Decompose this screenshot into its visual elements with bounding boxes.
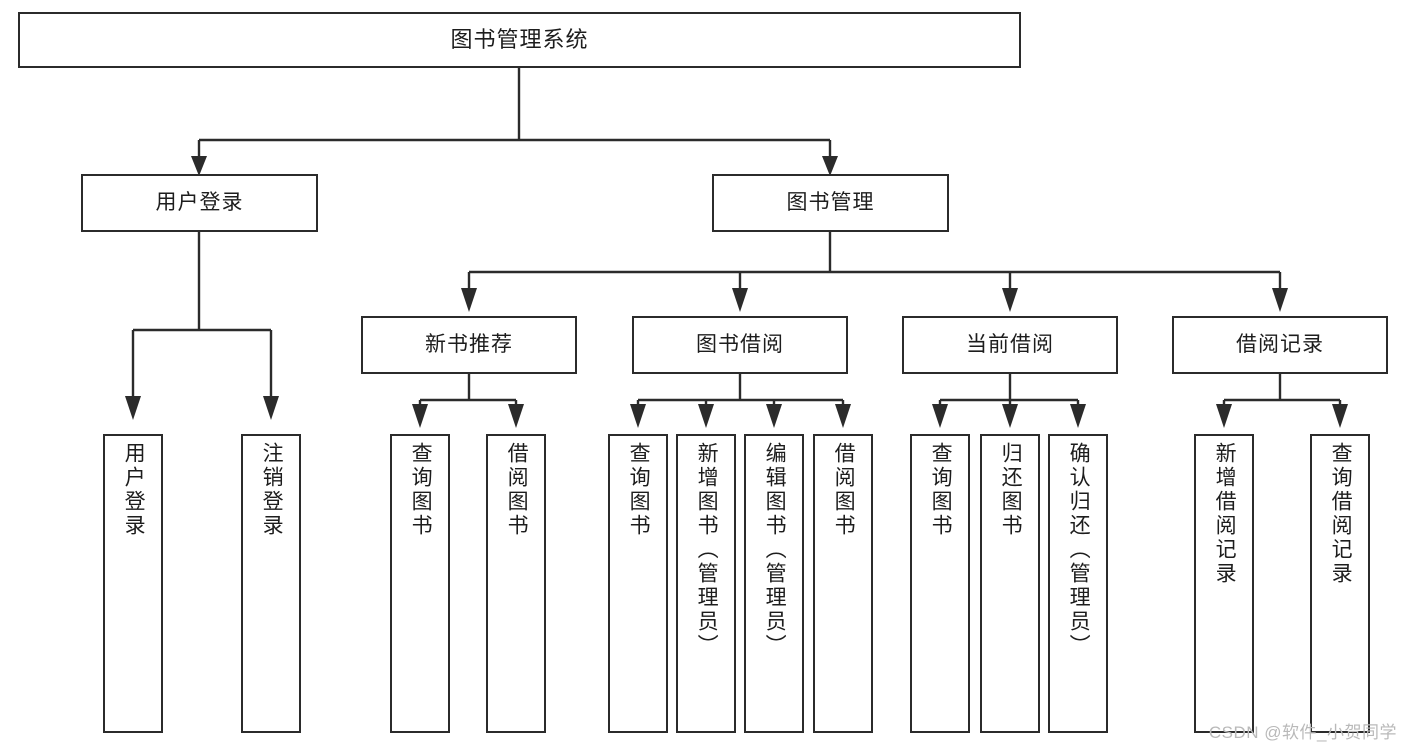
node-label: 图书借阅 <box>696 332 784 356</box>
arrow-to-book-mgmt <box>822 156 838 176</box>
node-new-book-recommend[interactable]: 新书推荐 <box>361 316 577 374</box>
node-label: 确认归还（管理员） <box>1067 442 1091 658</box>
arrow-to-borrow <box>732 288 748 312</box>
node-label: 注销登录 <box>260 442 284 538</box>
node-label: 新增图书（管理员） <box>695 442 719 658</box>
leaf-add-book-admin[interactable]: 新增图书（管理员） <box>676 434 736 733</box>
leaf-query-book-borrow[interactable]: 查询图书 <box>608 434 668 733</box>
leaf-query-borrow-record[interactable]: 查询借阅记录 <box>1310 434 1370 733</box>
arrow-leaf-add-book <box>698 404 714 428</box>
leaf-user-login[interactable]: 用户登录 <box>103 434 163 733</box>
node-label: 借阅图书 <box>832 442 856 538</box>
node-label: 图书管理 <box>786 190 875 214</box>
arrow-leaf-query-book-3 <box>932 404 948 428</box>
leaf-return-book[interactable]: 归还图书 <box>980 434 1040 733</box>
csdn-watermark: CSDN @软件_小贺同学 <box>1208 723 1397 742</box>
node-book-management[interactable]: 图书管理 <box>712 174 949 232</box>
leaf-borrow-book-newbook[interactable]: 借阅图书 <box>486 434 546 733</box>
arrow-to-user-login <box>191 156 207 176</box>
node-label: 用户登录 <box>155 190 244 214</box>
arrow-leaf-borrow-book-1 <box>508 404 524 428</box>
node-label: 用户登录 <box>122 442 146 538</box>
node-label: 查询图书 <box>929 442 953 538</box>
node-borrow-record[interactable]: 借阅记录 <box>1172 316 1388 374</box>
arrow-leaf-edit-book <box>766 404 782 428</box>
node-label: 查询图书 <box>409 442 433 538</box>
node-label: 借阅记录 <box>1236 332 1324 356</box>
node-book-borrow[interactable]: 图书借阅 <box>632 316 848 374</box>
node-label: 新书推荐 <box>425 332 513 356</box>
arrow-leaf-add-record <box>1216 404 1232 428</box>
arrow-leaf-query-record <box>1332 404 1348 428</box>
arrow-to-newbook <box>461 288 477 312</box>
leaf-query-book-current[interactable]: 查询图书 <box>910 434 970 733</box>
node-label: 新增借阅记录 <box>1213 442 1237 586</box>
leaf-logout[interactable]: 注销登录 <box>241 434 301 733</box>
arrow-leaf-query-book-1 <box>412 404 428 428</box>
node-user-login[interactable]: 用户登录 <box>81 174 318 232</box>
leaf-confirm-return-admin[interactable]: 确认归还（管理员） <box>1048 434 1108 733</box>
arrow-leaf-query-book-2 <box>630 404 646 428</box>
arrow-leaf-borrow-book-2 <box>835 404 851 428</box>
node-label: 归还图书 <box>999 442 1023 538</box>
node-label: 查询图书 <box>627 442 651 538</box>
arrow-to-record <box>1272 288 1288 312</box>
node-current-borrow[interactable]: 当前借阅 <box>902 316 1118 374</box>
node-label: 借阅图书 <box>505 442 529 538</box>
node-label: 编辑图书（管理员） <box>763 442 787 658</box>
node-label: 图书管理系统 <box>450 27 589 53</box>
leaf-borrow-book-borrow[interactable]: 借阅图书 <box>813 434 873 733</box>
node-label: 当前借阅 <box>966 332 1054 356</box>
arrow-leaf-user-login <box>125 396 141 420</box>
arrow-leaf-logout <box>263 396 279 420</box>
arrow-to-current <box>1002 288 1018 312</box>
leaf-edit-book-admin[interactable]: 编辑图书（管理员） <box>744 434 804 733</box>
node-root-book-management-system[interactable]: 图书管理系统 <box>18 12 1021 68</box>
leaf-add-borrow-record[interactable]: 新增借阅记录 <box>1194 434 1254 733</box>
leaf-query-book-newbook[interactable]: 查询图书 <box>390 434 450 733</box>
arrow-leaf-return-book <box>1002 404 1018 428</box>
node-label: 查询借阅记录 <box>1329 442 1353 586</box>
arrow-leaf-confirm-return <box>1070 404 1086 428</box>
